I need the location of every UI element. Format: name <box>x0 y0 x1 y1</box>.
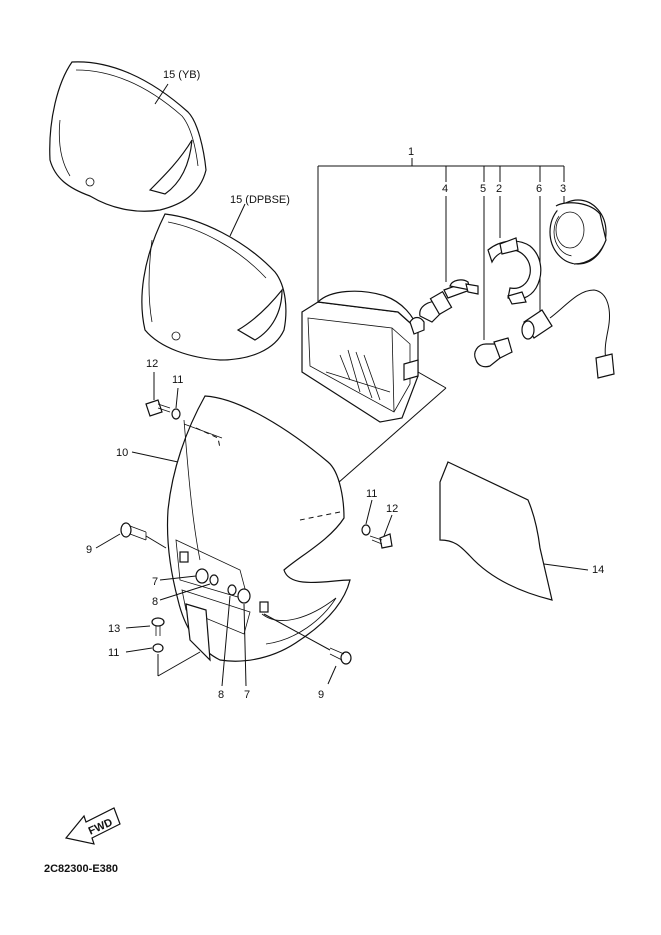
collar-8a <box>209 574 219 586</box>
label-9-left: 9 <box>86 544 92 556</box>
screw-13 <box>151 617 165 636</box>
label-8-left: 8 <box>152 596 158 608</box>
label-7-left: 7 <box>152 576 158 588</box>
leader-15yb <box>154 83 169 105</box>
label-9-right: 9 <box>318 689 324 701</box>
label-3: 3 <box>560 183 566 195</box>
label-12-right: 12 <box>386 503 398 515</box>
label-7-bottom: 7 <box>244 689 250 701</box>
collar-8b <box>227 584 237 596</box>
label-15-dpbse: 15 (DPBSE) <box>230 194 290 206</box>
bolt-12b <box>369 533 393 549</box>
label-2: 2 <box>496 183 502 195</box>
bolt-9b-axis <box>263 613 331 651</box>
leader-11b <box>365 499 373 525</box>
bulb-holder <box>487 237 542 305</box>
label-1: 1 <box>408 146 414 158</box>
shield-plate <box>439 461 553 601</box>
visor-dpbse <box>141 213 287 361</box>
label-8-bottom: 8 <box>218 689 224 701</box>
label-13: 13 <box>108 623 120 635</box>
leader-9a <box>95 533 121 549</box>
leader-7b <box>243 603 247 687</box>
leader-9b <box>327 665 337 685</box>
leader-11a <box>175 387 179 409</box>
label-5: 5 <box>480 183 486 195</box>
washer-11b <box>361 524 371 536</box>
fwd-arrow-icon: FWD <box>64 807 121 845</box>
bolt-12a <box>145 399 171 417</box>
label-14: 14 <box>592 564 604 576</box>
bolt-9a-axis <box>145 535 167 549</box>
label-11-right: 11 <box>366 488 377 500</box>
leader-1-cowl-b <box>329 387 447 491</box>
leader-11c <box>125 647 153 653</box>
bulb <box>419 279 479 323</box>
leader-10 <box>131 451 179 463</box>
label-11-top: 11 <box>172 374 183 386</box>
leader-1-cowl-a <box>417 371 447 389</box>
bolt-9a <box>120 522 147 541</box>
label-12-top: 12 <box>146 358 158 370</box>
cover-ring <box>549 199 607 265</box>
washer-11a <box>171 408 181 420</box>
label-11-bottom: 11 <box>108 647 119 659</box>
socket-cord <box>521 289 615 379</box>
leader-14 <box>543 563 589 571</box>
grommet-7a <box>195 568 209 584</box>
label-4: 4 <box>442 183 448 195</box>
label-10: 10 <box>116 447 128 459</box>
leader-13 <box>125 625 151 629</box>
headlight-cowl <box>166 395 351 662</box>
leader-13-11-join <box>157 651 201 677</box>
washer-11c <box>152 643 164 653</box>
leader-7a <box>159 575 197 581</box>
bolt-9b <box>329 647 352 665</box>
leader-15dpbse <box>229 203 246 237</box>
leader-8a <box>159 583 211 601</box>
grommet-7b <box>237 588 251 604</box>
position-bulb <box>474 337 513 368</box>
leader-12b <box>383 514 393 537</box>
label-6: 6 <box>536 183 542 195</box>
leader-8b <box>221 595 231 687</box>
diagram-code: 2C82300-E380 <box>44 863 118 875</box>
headlight-unit <box>301 290 425 423</box>
visor-yb <box>49 61 207 212</box>
label-15-yb: 15 (YB) <box>163 69 200 81</box>
